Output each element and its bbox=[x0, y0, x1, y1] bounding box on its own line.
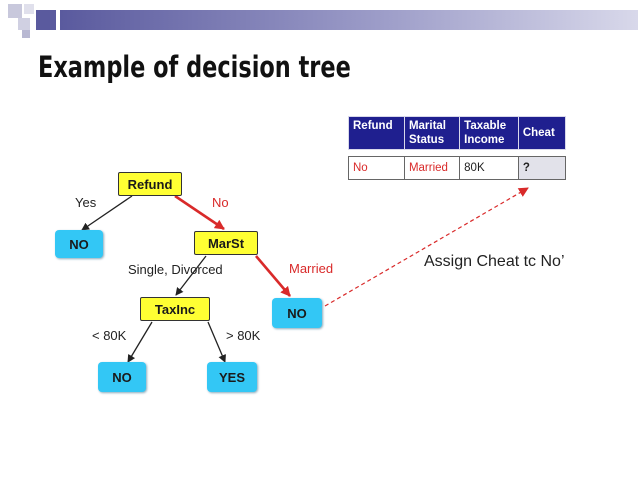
leaf-gt80k-yes: YES bbox=[207, 362, 257, 392]
leaf-lt80k-no: NO bbox=[98, 362, 146, 392]
edge-label-yes: Yes bbox=[75, 195, 97, 210]
edge-label-gt80k: > 80K bbox=[226, 328, 261, 343]
decor-square bbox=[24, 4, 34, 14]
edge-refund-yes bbox=[81, 195, 133, 231]
edge-label-lt80k: < 80K bbox=[92, 328, 127, 343]
assign-annotation: Assign Cheat tc No’ bbox=[424, 253, 565, 270]
edge-label-single-divorced: Single, Divorced bbox=[128, 262, 223, 277]
cell-taxable-income: 80K bbox=[459, 156, 519, 180]
dashed-assign-arrow bbox=[324, 187, 529, 307]
cell-cheat: ? bbox=[517, 156, 567, 180]
edge-label-married: Married bbox=[289, 261, 334, 276]
edge-marst-married bbox=[255, 255, 291, 297]
edge-taxinc-gt bbox=[207, 321, 226, 363]
header-cheat: Cheat bbox=[517, 116, 567, 150]
leaf-married-no: NO bbox=[272, 298, 322, 328]
decor-square bbox=[22, 30, 30, 38]
slide-title: Example of decision tree bbox=[38, 50, 351, 84]
leaf-refund-yes-no: NO bbox=[55, 230, 103, 258]
edge-refund-no bbox=[174, 194, 225, 231]
header-gradient-bar bbox=[60, 10, 638, 30]
table-row: No Married 80K ? bbox=[348, 156, 567, 180]
edge-taxinc-lt bbox=[127, 321, 153, 363]
node-marst: MarSt bbox=[194, 231, 258, 255]
cell-marital-status: Married bbox=[403, 156, 461, 180]
decor-square bbox=[8, 4, 22, 18]
table-spacer-row bbox=[348, 149, 566, 157]
cell-refund: No bbox=[348, 156, 405, 180]
node-taxinc: TaxInc bbox=[140, 297, 210, 321]
node-refund: Refund bbox=[118, 172, 182, 196]
header-refund: Refund bbox=[348, 116, 405, 150]
edge-marst-single bbox=[175, 255, 207, 296]
top-decoration-band bbox=[0, 0, 638, 38]
decor-square bbox=[18, 18, 30, 30]
edge-label-no: No bbox=[212, 195, 229, 210]
decor-square bbox=[36, 10, 56, 30]
